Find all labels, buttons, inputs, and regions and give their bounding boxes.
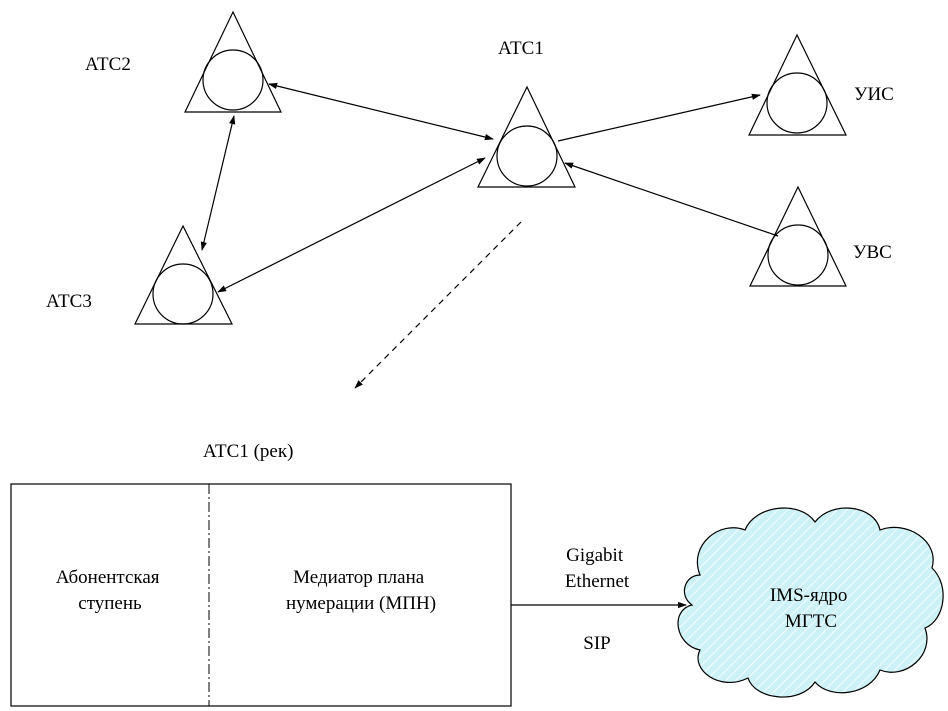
link-dashed-detail xyxy=(354,221,522,389)
node-atc2: АТС2 xyxy=(85,10,282,113)
cloud-shape xyxy=(677,507,944,698)
triangle-shape xyxy=(749,185,847,287)
link-rack-cloud: Gigabit Ethernet SIP xyxy=(511,545,687,654)
circle-shape xyxy=(496,125,558,187)
rack-box: Абонентская ступень Медиатор плана нумер… xyxy=(10,483,512,707)
triangle-shape xyxy=(748,33,847,136)
node-uis: УИС xyxy=(748,33,894,136)
node-uvs: УВС xyxy=(749,185,892,287)
link-label: Gigabit Ethernet xyxy=(565,545,630,592)
link-atc1-uis xyxy=(557,93,761,142)
node-label: УВС xyxy=(853,242,892,263)
left-section-label: Абонентская ступень xyxy=(56,567,165,614)
rack-frame xyxy=(10,483,512,707)
triangle-shape xyxy=(134,224,233,325)
link-atc3-atc1 xyxy=(217,157,486,293)
right-section-label: Медиатор плана нумерации (МПН) xyxy=(286,567,436,614)
link-uvs-atc1 xyxy=(564,162,779,237)
cloud-label: IMS-ядро МГТС xyxy=(770,585,852,632)
circle-shape xyxy=(767,224,829,286)
link-atc2-atc1 xyxy=(268,82,494,141)
circle-shape xyxy=(202,49,264,111)
rack-title: АТС1 (рек) xyxy=(203,441,293,462)
node-atc1: АТС1 xyxy=(477,38,576,188)
connections xyxy=(200,82,779,389)
circle-shape xyxy=(766,72,828,134)
triangle-shape xyxy=(477,85,576,188)
node-label: АТС1 xyxy=(498,38,544,59)
node-label: АТС2 xyxy=(85,54,131,75)
node-label: АТС3 xyxy=(46,291,92,312)
ims-core-cloud: IMS-ядро МГТС xyxy=(677,507,944,698)
triangle-shape xyxy=(184,10,282,113)
node-label: УИС xyxy=(854,84,894,105)
protocol-label: SIP xyxy=(583,633,610,654)
circle-shape xyxy=(152,263,214,325)
link-atc2-atc3 xyxy=(200,115,236,251)
node-atc3: АТС3 xyxy=(46,224,233,325)
